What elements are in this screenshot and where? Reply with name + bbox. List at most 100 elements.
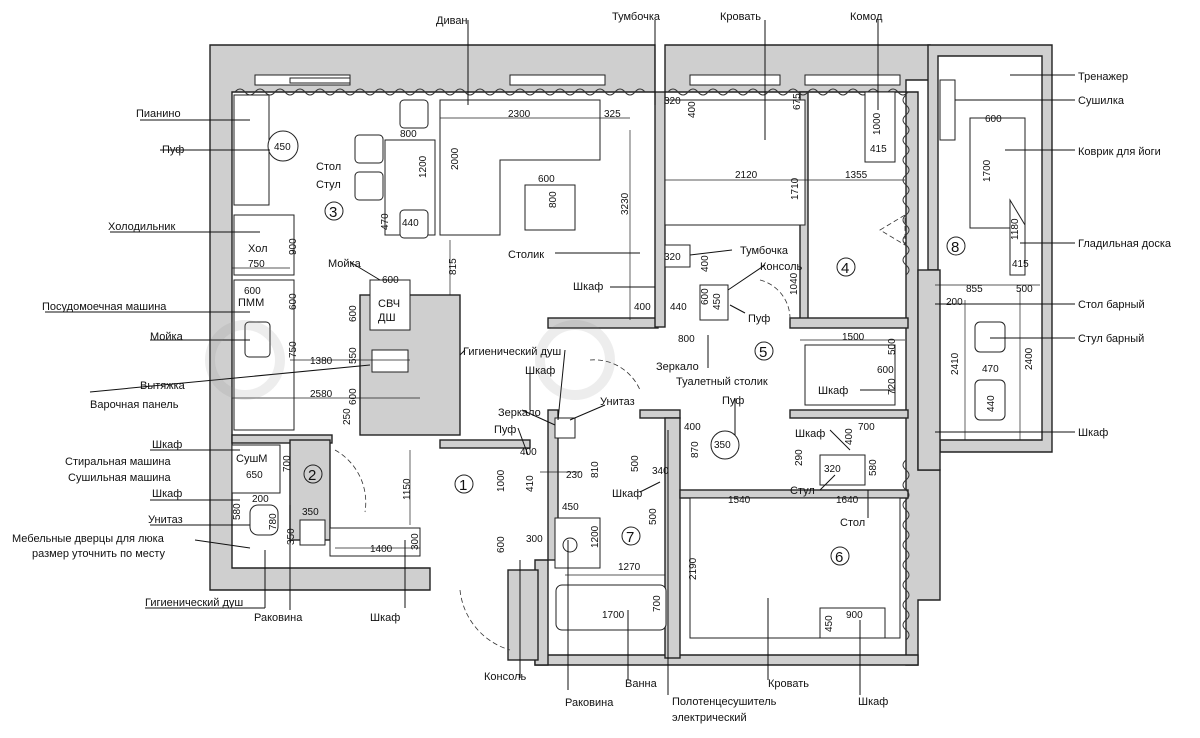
dim: 350	[302, 507, 319, 518]
label-puf-6: Пуф	[722, 395, 744, 407]
dim: 600	[288, 293, 299, 310]
label-shkaf-7b: Шкаф	[612, 488, 642, 500]
object-labels: Диван Тумбочка Кровать Комод Тренажер Су…	[12, 11, 1172, 724]
dim: 600	[348, 388, 359, 405]
dim: 855	[966, 284, 983, 295]
label-shkaf-7: Шкаф	[525, 365, 555, 377]
dim: 1400	[370, 544, 393, 555]
label-polotence-2: электрический	[672, 712, 747, 724]
dim: 340	[652, 466, 669, 477]
label-gig-dush-top: Гигиенический душ	[463, 346, 561, 358]
label-trenazher: Тренажер	[1078, 71, 1128, 83]
dim: 675	[792, 93, 803, 110]
dim: 1640	[836, 495, 859, 506]
label-hol: Хол	[248, 243, 268, 255]
label-shkaf-5: Шкаф	[818, 385, 848, 397]
label-sushilka: Сушилка	[1078, 95, 1125, 107]
dim: 470	[380, 213, 391, 230]
room-8: 8	[951, 239, 959, 256]
label-shkaf-r8: Шкаф	[1078, 427, 1108, 439]
dim: 400	[520, 447, 537, 458]
label-rakovina-7: Раковина	[565, 697, 614, 709]
dim: 350	[286, 528, 297, 545]
dim: 500	[630, 455, 641, 472]
label-mebel-2: размер уточнить по месту	[32, 548, 166, 560]
dim: 2000	[450, 147, 461, 170]
dim: 650	[246, 470, 263, 481]
dim: 600	[877, 365, 894, 376]
label-shkaf-6bottom: Шкаф	[858, 696, 888, 708]
dim: 800	[400, 129, 417, 140]
dim: 440	[986, 395, 997, 412]
watermark	[205, 320, 615, 400]
dim: 500	[1016, 284, 1033, 295]
dim: 750	[288, 341, 299, 358]
dim: 450	[562, 502, 579, 513]
dim: 810	[590, 461, 601, 478]
room-1: 1	[459, 477, 467, 494]
dim: 1500	[842, 332, 865, 343]
dim: 870	[690, 441, 701, 458]
dim: 2120	[735, 170, 758, 181]
dim: 600	[382, 275, 399, 286]
label-konsol-bottom: Консоль	[484, 671, 527, 683]
dim: 780	[268, 513, 279, 530]
dim: 1700	[602, 610, 625, 621]
dim: 400	[844, 428, 855, 445]
dim: 1355	[845, 170, 868, 181]
dim: 300	[526, 534, 543, 545]
label-puf-5: Пуф	[748, 313, 770, 325]
leader-lines	[45, 20, 1075, 695]
dim: 470	[982, 364, 999, 375]
room-6: 6	[835, 549, 843, 566]
dim: 1380	[310, 356, 333, 367]
label-dsh: ДШ	[378, 312, 396, 324]
dim: 1540	[728, 495, 751, 506]
dim: 1700	[982, 159, 993, 182]
doors	[334, 214, 906, 651]
label-stol-3: Стол	[316, 161, 341, 173]
dim: 415	[1012, 259, 1029, 270]
dim: 400	[634, 302, 651, 313]
label-posudomoechnaya: Посудомоечная машина	[42, 301, 167, 313]
measure-lines	[232, 117, 1040, 640]
label-tualetny: Туалетный столик	[676, 376, 768, 388]
room-numbers: 1 2 3 4 5 6 7 8	[303, 201, 966, 566]
label-rakovina-2: Раковина	[254, 612, 303, 624]
walls	[209, 44, 1053, 666]
dim: 415	[870, 144, 887, 155]
label-pmm: ПММ	[238, 297, 264, 309]
dim: 440	[402, 218, 419, 229]
label-unitaz-7: Унитаз	[600, 396, 635, 408]
dim: 1150	[402, 478, 413, 500]
label-shkaf-1: Шкаф	[370, 612, 400, 624]
dim: 440	[670, 302, 687, 313]
label-unitaz-2: Унитаз	[148, 514, 183, 526]
dim: 550	[348, 347, 359, 364]
label-zerkalo-7: Зеркало	[498, 407, 541, 419]
label-sushilnaya: Сушильная машина	[68, 472, 171, 484]
dim: 400	[684, 422, 701, 433]
label-shkaf-6top: Шкаф	[795, 428, 825, 440]
dim: 1000	[872, 112, 883, 135]
dim: 700	[282, 455, 293, 472]
label-stol-barny: Стол барный	[1078, 299, 1145, 311]
dim: 580	[232, 503, 243, 520]
label-konsol-4: Консоль	[760, 261, 803, 273]
label-svch: СВЧ	[378, 298, 400, 310]
label-vytyazhka: Вытяжка	[140, 380, 186, 392]
dim: 900	[846, 610, 863, 621]
label-stul-barny: Стул барный	[1078, 333, 1144, 345]
dim: 290	[794, 449, 805, 466]
dim: 200	[252, 494, 269, 505]
label-zerkalo-5: Зеркало	[656, 361, 699, 373]
dim: 600	[348, 305, 359, 322]
label-divan: Диван	[436, 15, 468, 27]
dim: 450	[274, 142, 291, 153]
dim: 700	[652, 595, 663, 612]
dim: 500	[648, 508, 659, 525]
dim: 320	[664, 96, 681, 107]
dim: 2580	[310, 389, 333, 400]
dim: 200	[946, 297, 963, 308]
